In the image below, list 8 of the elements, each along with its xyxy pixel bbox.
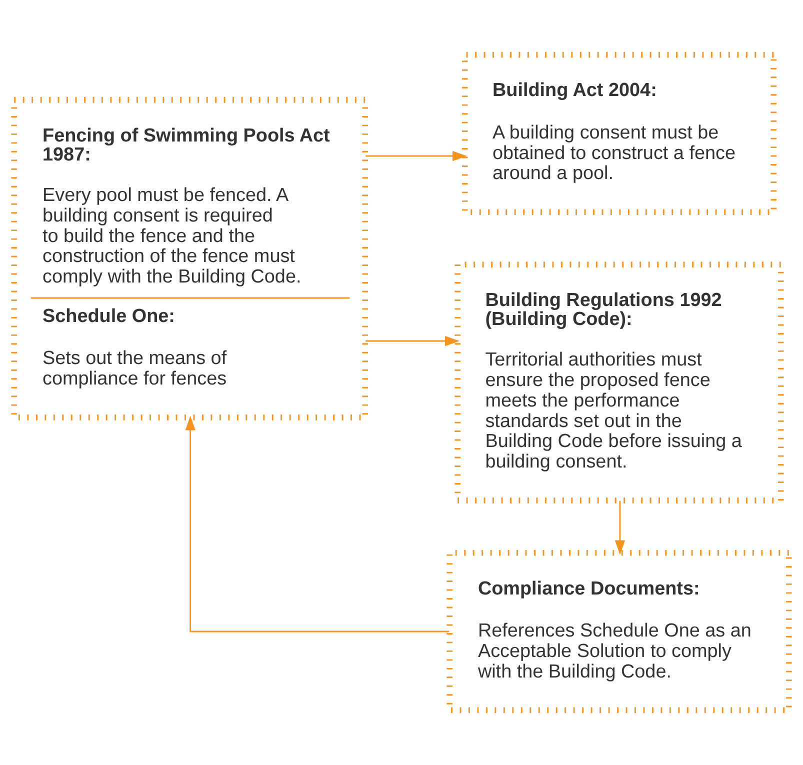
node-box: Building Regulations 1992 (Building Code): Territorial authorities must ensure the proposed fence meets the performance standards set out in the Building Code before issuing a building consent. [454, 262, 784, 504]
arrow [366, 336, 460, 346]
node-box: Fencing of Swimming Pools Act 1987: Every pool must be fenced. A building consent is required to build the fence and the construction of the fence must comply with the Building Code. Schedule One: Sets out the means of compliance for fences [11, 97, 368, 420]
node-box: Compliance Documents: References Schedule One as an Acceptable Solution to comply with the Building Code. [446, 550, 792, 714]
arrow [185, 416, 450, 632]
node-box: Building Act 2004: A building consent must be obtained to construct a fence around a pool. [462, 52, 776, 216]
arrow [366, 150, 468, 162]
arrow [614, 500, 626, 555]
